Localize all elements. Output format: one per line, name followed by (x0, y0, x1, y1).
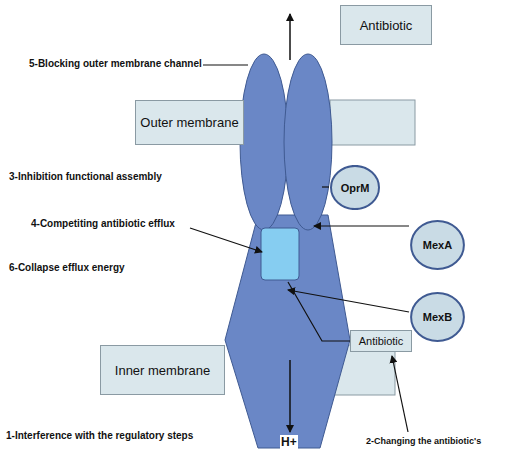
oprm-channel (284, 54, 332, 230)
substrate-box: Antibiotic (350, 330, 412, 352)
leader-line (322, 186, 329, 187)
callout-label: 1-Interference with the regulatory steps (5, 430, 194, 441)
callout-label: 3-Inhibition functional assembly (8, 171, 163, 182)
membrane-label-box: Outer membrane (135, 100, 244, 145)
node-text: MexA (423, 239, 452, 251)
node-text: Antibiotic (360, 18, 413, 33)
leader-arrow (314, 225, 409, 226)
protein-ellipse: OprM (330, 165, 380, 210)
callout-label: 6-Collapse efflux energy (8, 262, 126, 273)
membrane-label-box: Inner membrane (100, 345, 225, 395)
efflux-arrow (289, 14, 291, 60)
protein-ellipse: MexA (410, 220, 465, 270)
node-text: Antibiotic (359, 335, 404, 347)
protein-ellipse: MexB (410, 292, 465, 342)
node-text: Outer membrane (140, 115, 238, 130)
callout-label: H+ (280, 435, 298, 449)
leader-line (288, 282, 350, 341)
node-text: OprM (341, 182, 370, 194)
product-box: Antibiotic (340, 5, 432, 45)
leader-arrow (392, 356, 408, 432)
callout-label: 4-Competiting antibiotic efflux (30, 218, 176, 229)
proton-arrow (289, 360, 291, 432)
mexb-transporter (225, 215, 350, 448)
oprm-channel (240, 54, 288, 230)
node-text: MexB (423, 311, 452, 323)
callout-label: 5-Blocking outer membrane channel (28, 58, 203, 69)
node-text: Inner membrane (115, 363, 210, 378)
outer-membrane-band (330, 100, 415, 145)
leader-line (202, 64, 248, 65)
leader-arrow (288, 290, 409, 312)
leader-arrow (190, 228, 262, 252)
binding-pocket (261, 228, 299, 280)
callout-label: 2-Changing the antibiotic's (365, 436, 482, 446)
